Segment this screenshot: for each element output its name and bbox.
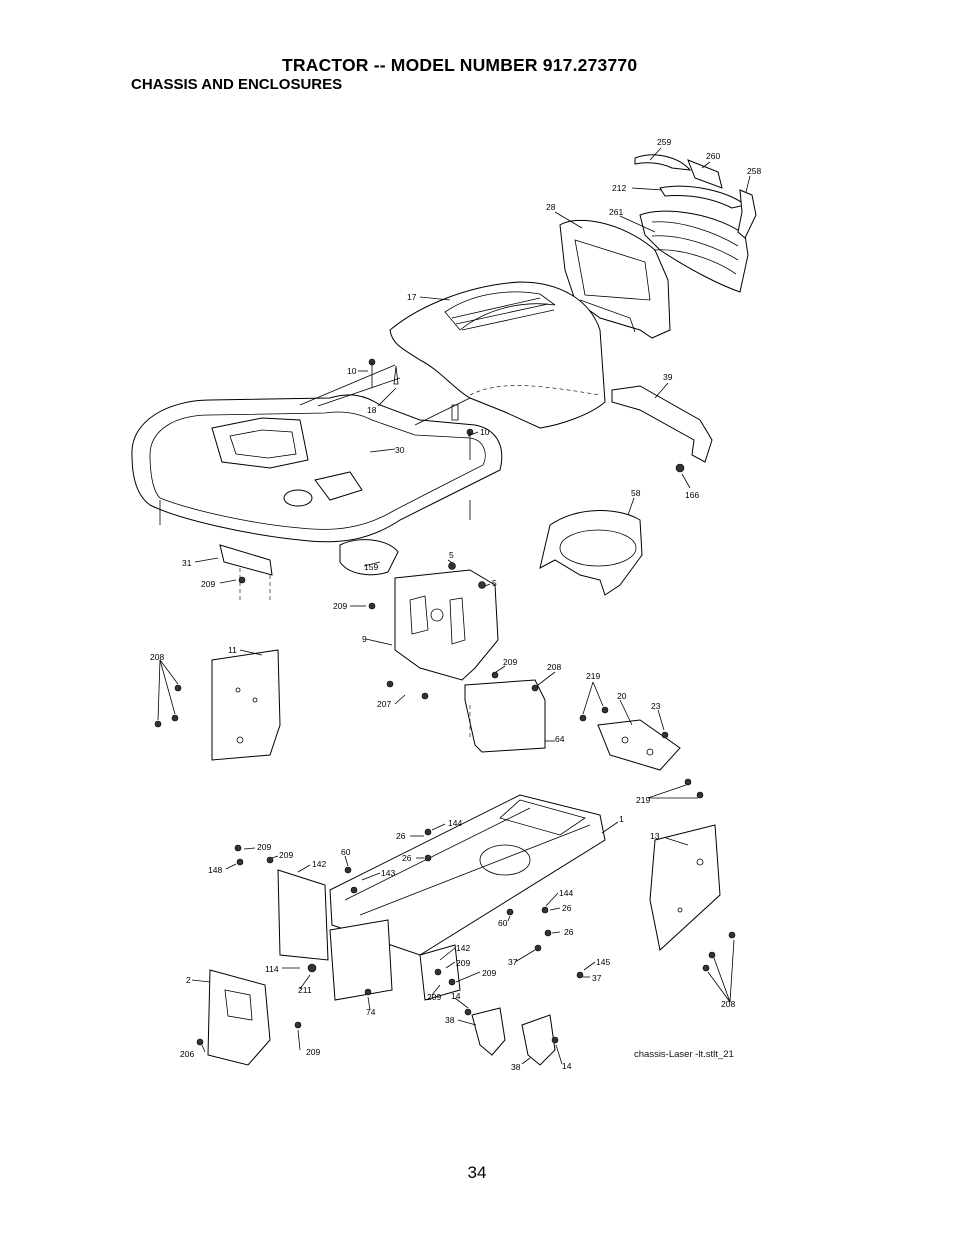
panel-2: [207, 969, 271, 1066]
callout: 144: [559, 888, 573, 898]
fasteners: [154, 358, 736, 1046]
callout: 260: [706, 151, 720, 161]
callout: 142: [312, 859, 326, 869]
callout: 11: [228, 645, 237, 655]
cup-holder: [219, 539, 399, 600]
callout: 211: [298, 985, 312, 995]
callout: 64: [555, 734, 565, 744]
callout: 10: [480, 427, 490, 437]
callout: 219: [586, 671, 600, 681]
callout: 17: [407, 292, 417, 302]
callout: 26: [562, 903, 572, 913]
callout: 31: [182, 558, 192, 568]
callout: 209: [201, 579, 215, 589]
callout: 212: [612, 183, 626, 193]
bracket-38: [471, 1007, 556, 1066]
callout: 23: [651, 701, 661, 711]
panel-11: [211, 649, 281, 761]
callout: 37: [508, 957, 518, 967]
callout: 28: [546, 202, 556, 212]
tank-shroud-58: [539, 510, 643, 596]
callout: 38: [511, 1062, 521, 1072]
callout: 18: [367, 405, 377, 415]
callout: 26: [564, 927, 574, 937]
callout: 5: [492, 578, 497, 588]
callout: 38: [445, 1015, 455, 1025]
leader-lines: [157, 147, 751, 1065]
callout: 159: [364, 562, 378, 572]
callout: 14: [562, 1061, 572, 1071]
callout: 209: [333, 601, 347, 611]
callout: 144: [448, 818, 462, 828]
callout: 58: [631, 488, 641, 498]
callout: 14: [451, 991, 461, 1001]
callout: 114: [265, 964, 279, 974]
callout: 60: [341, 847, 351, 857]
hood: [389, 281, 606, 429]
callout: 13: [650, 831, 660, 841]
callout: 30: [395, 445, 405, 455]
callout: 26: [402, 853, 412, 863]
fender-deck: [131, 364, 503, 543]
callout: 143: [381, 868, 395, 878]
callout: 145: [596, 957, 610, 967]
callout-labels: 259 260 258 212 28 261 17 10 18 39 10 30…: [150, 137, 761, 1072]
dash-panel-9: [394, 569, 499, 681]
callout: 20: [617, 691, 627, 701]
callout: 209: [503, 657, 517, 667]
callout: 219: [636, 795, 650, 805]
section-title: CHASSIS AND ENCLOSURES: [131, 76, 343, 93]
page-title: TRACTOR -- MODEL NUMBER 917.273770: [282, 55, 638, 75]
callout: 37: [592, 973, 602, 983]
callout: 26: [396, 831, 406, 841]
callout: 209: [482, 968, 496, 978]
callout: 5: [449, 550, 454, 560]
bracket-39: [611, 385, 713, 473]
callout: 166: [685, 490, 699, 500]
page-number: 34: [467, 1163, 487, 1182]
callout: 1: [619, 814, 624, 824]
callout: 207: [377, 699, 391, 709]
callout: 209: [306, 1047, 320, 1057]
callout: 258: [747, 166, 761, 176]
callout: 2: [186, 975, 191, 985]
callout: 74: [366, 1007, 376, 1017]
callout: 208: [150, 652, 164, 662]
callout: 209: [279, 850, 293, 860]
callout: 142: [456, 943, 470, 953]
side-panel-13: [649, 824, 721, 951]
main-frame: [329, 794, 606, 956]
callout: 209: [257, 842, 271, 852]
callout: 208: [721, 999, 735, 1009]
callout: 148: [208, 865, 222, 875]
callout: 209: [456, 958, 470, 968]
callout: 208: [547, 662, 561, 672]
callout: 60: [498, 918, 508, 928]
callout: 39: [663, 372, 673, 382]
callout: 9: [362, 634, 367, 644]
callout: 259: [657, 137, 671, 147]
bracket-64: [464, 679, 546, 753]
callout: 209: [427, 992, 441, 1002]
drawing-reference: chassis-Laser -lt.stlt_21: [634, 1049, 734, 1060]
callout: 10: [347, 366, 357, 376]
callout: 206: [180, 1049, 194, 1059]
plate-20: [597, 719, 681, 771]
callout: 261: [609, 207, 623, 217]
